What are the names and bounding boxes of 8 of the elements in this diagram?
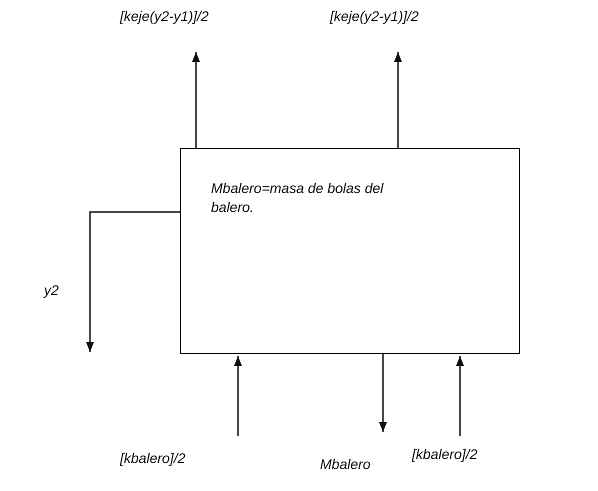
force-label: [keje(y2-y1)]/2: [330, 8, 419, 24]
body-description: Mbalero=masa de bolas del balero.: [211, 179, 385, 217]
force-label: [kbalero]/2: [412, 446, 478, 462]
force-label: Mbalero: [320, 456, 371, 472]
body-box: [180, 148, 520, 354]
displacement-label: y2: [44, 282, 59, 298]
force-label: [kbalero]/2: [120, 450, 186, 466]
force-label: [keje(y2-y1)]/2: [120, 8, 209, 24]
